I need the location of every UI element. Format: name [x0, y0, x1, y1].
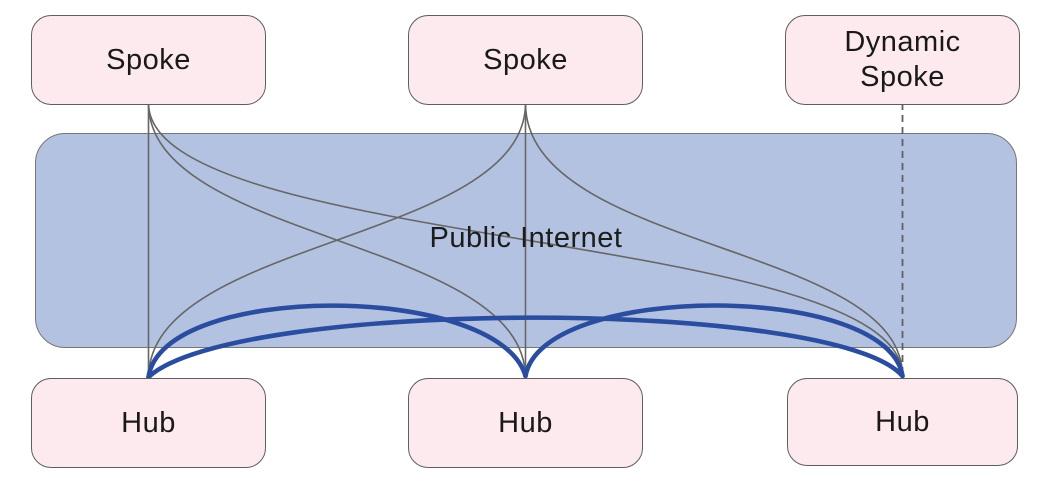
node-hub-2-label: Hub — [498, 406, 553, 439]
node-hub-3-label: Hub — [875, 405, 930, 438]
node-hub-1: Hub — [31, 378, 266, 468]
node-hub-2: Hub — [408, 378, 643, 468]
node-hub-3: Hub — [787, 378, 1018, 466]
node-spoke-1: Spoke — [31, 15, 266, 105]
node-spoke-2-label: Spoke — [483, 43, 568, 76]
node-spoke-1-label: Spoke — [106, 43, 191, 76]
node-spoke-2: Spoke — [408, 15, 643, 105]
public-internet-region — [35, 133, 1017, 348]
node-dynamic-spoke-label: Dynamic Spoke — [844, 26, 961, 93]
node-dynamic-spoke: Dynamic Spoke — [785, 15, 1020, 105]
node-hub-1-label: Hub — [121, 406, 176, 439]
